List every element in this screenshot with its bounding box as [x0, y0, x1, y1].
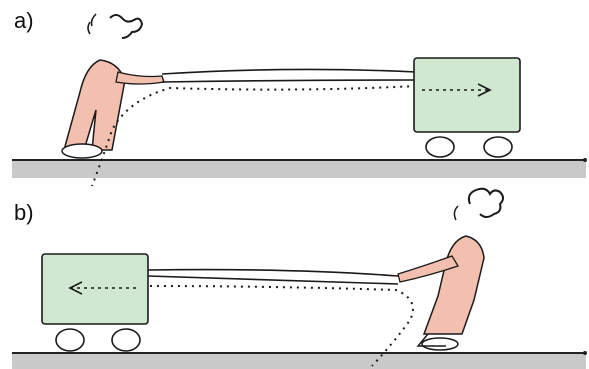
panel-a-rope	[162, 69, 416, 74]
panel-b-ground	[12, 353, 586, 369]
panel-a-ground	[12, 160, 586, 178]
panel-a-wheel-right	[484, 137, 512, 157]
panel-b-rope	[148, 270, 398, 276]
panel-b-scene	[12, 189, 587, 369]
panel-b-person	[398, 189, 503, 350]
panel-a-cart	[414, 58, 520, 157]
panel-b-cart	[42, 254, 148, 351]
panel-b-wheel-right	[112, 329, 140, 351]
panel-a-person	[62, 14, 164, 158]
panel-b-wheel-left	[56, 329, 84, 351]
panel-a-scene	[12, 14, 587, 186]
panel-a-wheel-left	[426, 137, 454, 157]
